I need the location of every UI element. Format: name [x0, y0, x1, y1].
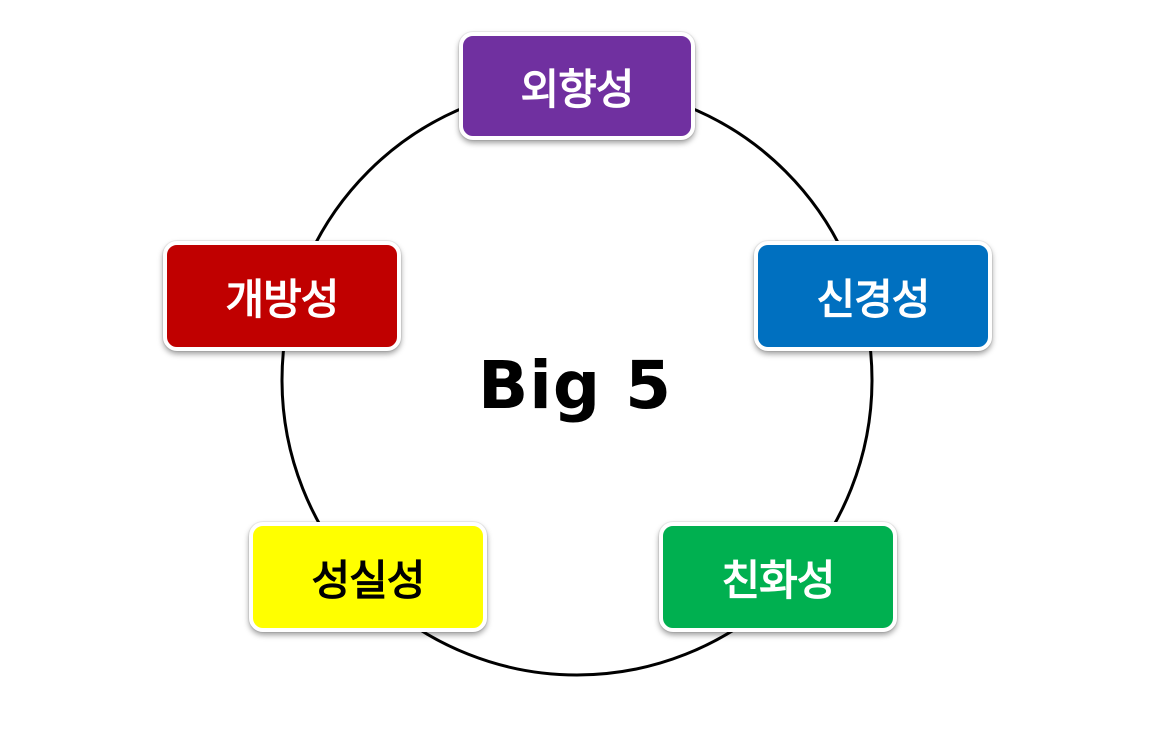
trait-box-conscientiousness: 성실성	[249, 522, 487, 632]
trait-label-neuroticism: 신경성	[816, 274, 931, 324]
trait-box-openness: 개방성	[163, 241, 401, 351]
center-title: Big 5	[477, 346, 673, 424]
trait-box-neuroticism: 신경성	[754, 241, 992, 351]
trait-label-conscientiousness: 성실성	[311, 555, 426, 605]
trait-label-extraversion: 외향성	[520, 64, 635, 114]
trait-box-extraversion: 외향성	[459, 32, 695, 140]
trait-box-agreeableness: 친화성	[659, 522, 897, 632]
trait-label-agreeableness: 친화성	[721, 555, 836, 605]
trait-label-openness: 개방성	[225, 274, 340, 324]
